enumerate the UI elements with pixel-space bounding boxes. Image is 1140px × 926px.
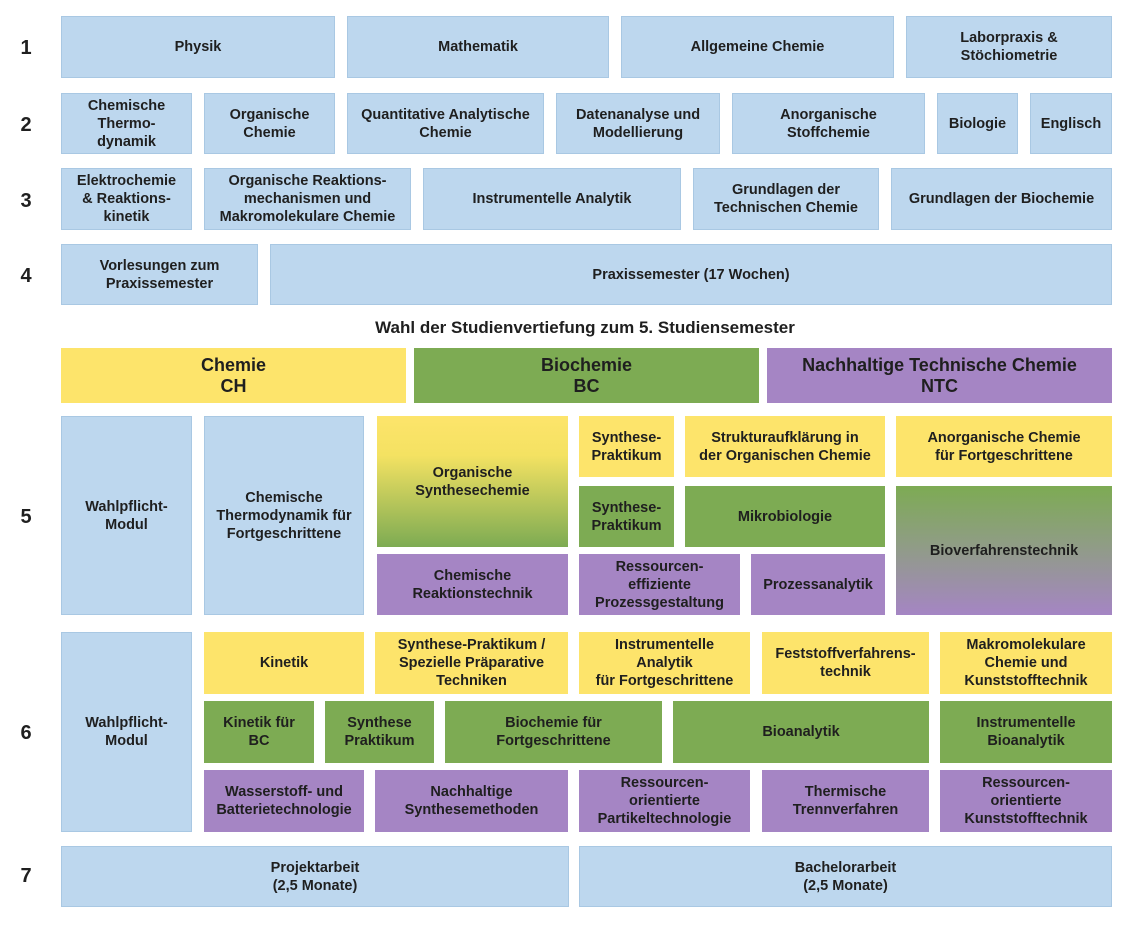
semester-number-7: 7 [20, 865, 32, 887]
module-allgemeine-chemie: Allgemeine Chemie [621, 16, 894, 78]
module-praxissemester: Praxissemester (17 Wochen) [270, 244, 1112, 305]
track-ntc: Nachhaltige Technische Chemie NTC [767, 348, 1112, 403]
module-biologie: Biologie [937, 93, 1018, 154]
module-instrumentelle-analytik: Instrumentelle Analytik [423, 168, 681, 230]
module-instrumentelle-analytik-fortgeschrittene: Instrumentelle Analytik für Fortgeschrit… [579, 632, 750, 694]
module-chemische-reaktionstechnik: Chemische Reaktionstechnik [377, 554, 568, 615]
module-wasserstoff-batterie: Wasserstoff- und Batterietechnologie [204, 770, 364, 832]
track-biochemie: Biochemie BC [414, 348, 759, 403]
module-strukturaufklaerung: Strukturaufklärung in der Organischen Ch… [685, 416, 885, 477]
module-ressourceneffiziente-prozessgestaltung: Ressourcen- effiziente Prozessgestaltung [579, 554, 740, 615]
module-organische-reaktionsmechanismen: Organische Reaktions- mechanismen und Ma… [204, 168, 411, 230]
module-instrumentelle-bioanalytik: Instrumentelle Bioanalytik [940, 701, 1112, 763]
module-physik: Physik [61, 16, 335, 78]
module-mikrobiologie: Mikrobiologie [685, 486, 885, 547]
module-bioanalytik: Bioanalytik [673, 701, 929, 763]
track-chemie: Chemie CH [61, 348, 406, 403]
module-makromolekulare-chemie: Makromolekulare Chemie und Kunststofftec… [940, 632, 1112, 694]
semester-number-4: 4 [20, 265, 32, 287]
specialization-heading: Wahl der Studienvertiefung zum 5. Studie… [375, 318, 795, 337]
module-synthese-praktikum-6: Synthese Praktikum [325, 701, 434, 763]
module-biochemie-fortgeschrittene: Biochemie für Fortgeschrittene [445, 701, 662, 763]
module-quantitative-analytische-chemie: Quantitative Analytische Chemie [347, 93, 544, 154]
module-organische-synthesechemie: Organische Synthesechemie [377, 416, 568, 547]
module-kinetik-bc: Kinetik für BC [204, 701, 314, 763]
module-anorganische-chemie-fortgeschrittene: Anorganische Chemie für Fortgeschrittene [896, 416, 1112, 477]
module-laborpraxis: Laborpraxis & Stöchiometrie [906, 16, 1112, 78]
module-chemische-thermodynamik: Chemische Thermo- dynamik [61, 93, 192, 154]
module-mathematik: Mathematik [347, 16, 609, 78]
module-synthese-praktikum-ch: Synthese- Praktikum [579, 416, 674, 477]
semester-number-5: 5 [20, 506, 32, 528]
module-feststoffverfahrenstechnik: Feststoffverfahrens- technik [762, 632, 929, 694]
module-englisch: Englisch [1030, 93, 1112, 154]
module-datenanalyse: Datenanalyse und Modellierung [556, 93, 720, 154]
module-elektrochemie: Elektrochemie & Reaktions- kinetik [61, 168, 192, 230]
module-anorganische-stoffchemie: Anorganische Stoffchemie [732, 93, 925, 154]
module-prozessanalytik: Prozessanalytik [751, 554, 885, 615]
module-projektarbeit: Projektarbeit (2,5 Monate) [61, 846, 569, 907]
module-vorlesungen-praxissemester: Vorlesungen zum Praxissemester [61, 244, 258, 305]
module-kinetik: Kinetik [204, 632, 364, 694]
module-synthese-praktikum-praeparativ: Synthese-Praktikum / Spezielle Präparati… [375, 632, 568, 694]
module-bachelorarbeit: Bachelorarbeit (2,5 Monate) [579, 846, 1112, 907]
semester-number-6: 6 [20, 722, 32, 744]
semester-number-1: 1 [20, 37, 32, 59]
semester-number-2: 2 [20, 114, 32, 136]
module-wahlpflicht-6: Wahlpflicht- Modul [61, 632, 192, 832]
module-thermische-trennverfahren: Thermische Trennverfahren [762, 770, 929, 832]
module-synthese-praktikum-bc: Synthese- Praktikum [579, 486, 674, 547]
module-grundlagen-biochemie: Grundlagen der Biochemie [891, 168, 1112, 230]
module-kunststofftechnik: Ressourcen- orientierte Kunststofftechni… [940, 770, 1112, 832]
module-partikeltechnologie: Ressourcen- orientierte Partikeltechnolo… [579, 770, 750, 832]
module-organische-chemie: Organische Chemie [204, 93, 335, 154]
module-nachhaltige-synthesemethoden: Nachhaltige Synthesemethoden [375, 770, 568, 832]
module-wahlpflicht-5: Wahlpflicht- Modul [61, 416, 192, 615]
module-grundlagen-technische-chemie: Grundlagen der Technischen Chemie [693, 168, 879, 230]
module-thermodynamik-fortgeschrittene: Chemische Thermodynamik für Fortgeschrit… [204, 416, 364, 615]
semester-number-3: 3 [20, 190, 32, 212]
module-bioverfahrenstechnik: Bioverfahrenstechnik [896, 486, 1112, 615]
